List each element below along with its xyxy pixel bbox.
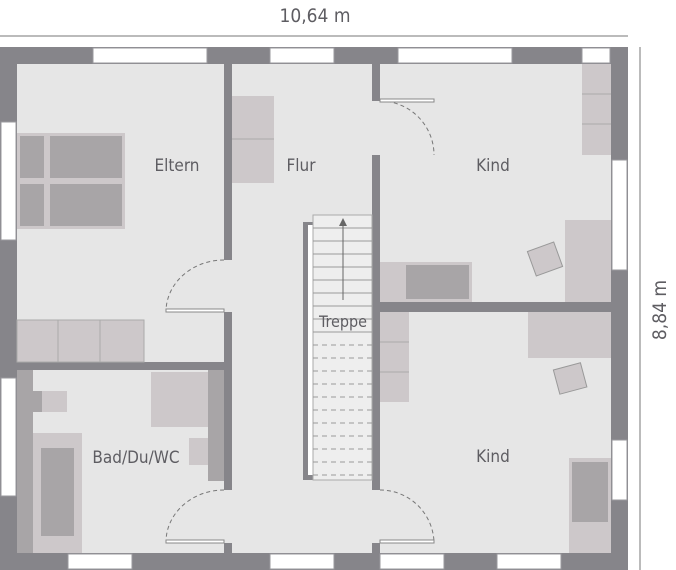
furniture bbox=[16, 64, 611, 553]
depth-dimension-label: 8,84 m bbox=[649, 280, 671, 340]
width-dimension-label: 10,64 m bbox=[280, 5, 351, 27]
chair-kind-top bbox=[526, 241, 564, 277]
room-label-bad: Bad/Du/WC bbox=[92, 448, 179, 468]
door-leaves bbox=[165, 98, 435, 544]
sink bbox=[42, 391, 67, 412]
desk-kind-top bbox=[565, 220, 611, 302]
room-label-kind-bottom: Kind bbox=[476, 447, 510, 467]
windows bbox=[0, 47, 628, 570]
bath-wall-strip bbox=[17, 370, 33, 553]
shelf-kind-bottom bbox=[380, 312, 409, 402]
room-label-eltern: Eltern bbox=[155, 156, 200, 176]
desk-kind-bottom bbox=[528, 312, 611, 358]
stair-arrow-icon bbox=[339, 218, 347, 226]
room-label-treppe: Treppe bbox=[318, 312, 367, 331]
wardrobe bbox=[16, 319, 145, 363]
room-label-kind-top: Kind bbox=[476, 156, 510, 176]
shelf-kind-top bbox=[582, 64, 611, 155]
chair-kind-bottom bbox=[552, 362, 588, 395]
shower bbox=[151, 372, 208, 427]
toilet bbox=[189, 438, 208, 465]
staircase bbox=[303, 214, 373, 481]
room-label-flur: Flur bbox=[286, 156, 316, 176]
interior-walls bbox=[17, 64, 611, 553]
